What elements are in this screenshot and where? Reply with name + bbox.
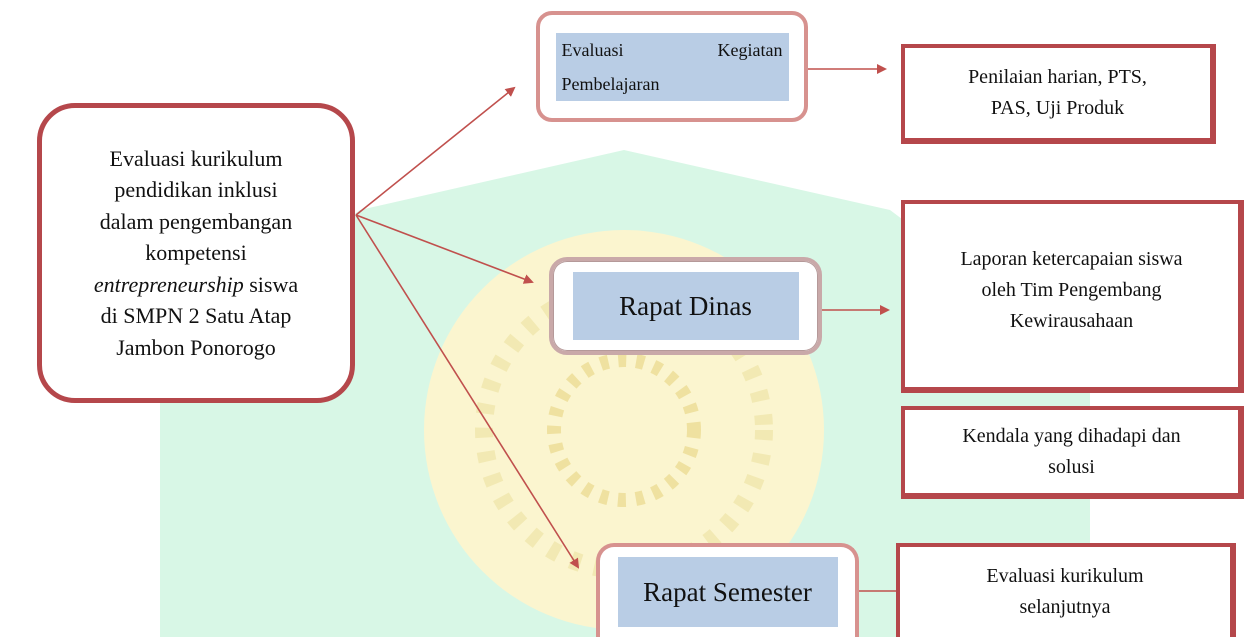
result-4-line-2: selanjutnya <box>1019 596 1111 618</box>
watermark-emblem-core <box>547 353 701 507</box>
rapat-dinas-label: Rapat Dinas <box>572 272 799 340</box>
arrow-to-rapat-dinas <box>355 214 534 284</box>
main-line-7: Jambon Ponorogo <box>116 334 276 360</box>
arrow-to-evaluasi-kegiatan <box>355 86 516 216</box>
main-line-6: di SMPN 2 Satu Atap <box>100 303 292 329</box>
result-4-line-1: Evaluasi kurikulum <box>986 565 1144 587</box>
main-evaluation-box: Evaluasi kurikulum pendidikan inklusi da… <box>37 103 355 403</box>
eval-line-2: Pembelajaran <box>561 73 660 94</box>
result-1-line-1: Penilaian harian, PTS, <box>968 66 1147 88</box>
result-2-line-1: Laporan ketercapaian siswa <box>960 248 1183 270</box>
arrow-to-rapat-semester <box>355 214 580 569</box>
evaluasi-kegiatan-label: Evaluasi Kegiatan Pembelajaran <box>555 32 789 101</box>
main-line-4: kompetensi <box>145 240 247 266</box>
result-box-evaluasi-selanjutnya: Evaluasi kurikulum selanjutnya <box>896 543 1236 637</box>
result-box-laporan: Laporan ketercapaian siswa oleh Tim Peng… <box>901 200 1244 393</box>
evaluasi-kegiatan-box: Evaluasi Kegiatan Pembelajaran <box>536 11 808 122</box>
eval-line-1: Evaluasi Kegiatan <box>561 39 783 60</box>
result-2-line-3: Kewirausahaan <box>1009 310 1134 332</box>
rapat-dinas-box: Rapat Dinas <box>549 257 822 355</box>
result-1-line-2: PAS, Uji Produk <box>990 97 1125 119</box>
result-3-line-2: solusi <box>1048 455 1095 478</box>
result-box-kendala: Kendala yang dihadapi dan solusi <box>901 406 1244 499</box>
main-line-1: Evaluasi kurikulum <box>109 145 283 171</box>
main-line-3: dalam pengembangan <box>99 208 293 234</box>
result-3-line-1: Kendala yang dihadapi dan <box>962 424 1181 447</box>
main-line-5: entrepreneurship siswa <box>94 269 298 301</box>
result-box-penilaian: Penilaian harian, PTS, PAS, Uji Produk <box>901 44 1216 144</box>
rapat-semester-box: Rapat Semester <box>596 543 859 637</box>
result-2-line-2: oleh Tim Pengembang <box>981 279 1162 301</box>
main-line-5-rest: siswa <box>243 271 299 297</box>
main-line-2: pendidikan inklusi <box>114 177 278 203</box>
rapat-semester-label: Rapat Semester <box>617 557 838 627</box>
main-line-5-italic: entrepreneurship <box>93 271 244 297</box>
